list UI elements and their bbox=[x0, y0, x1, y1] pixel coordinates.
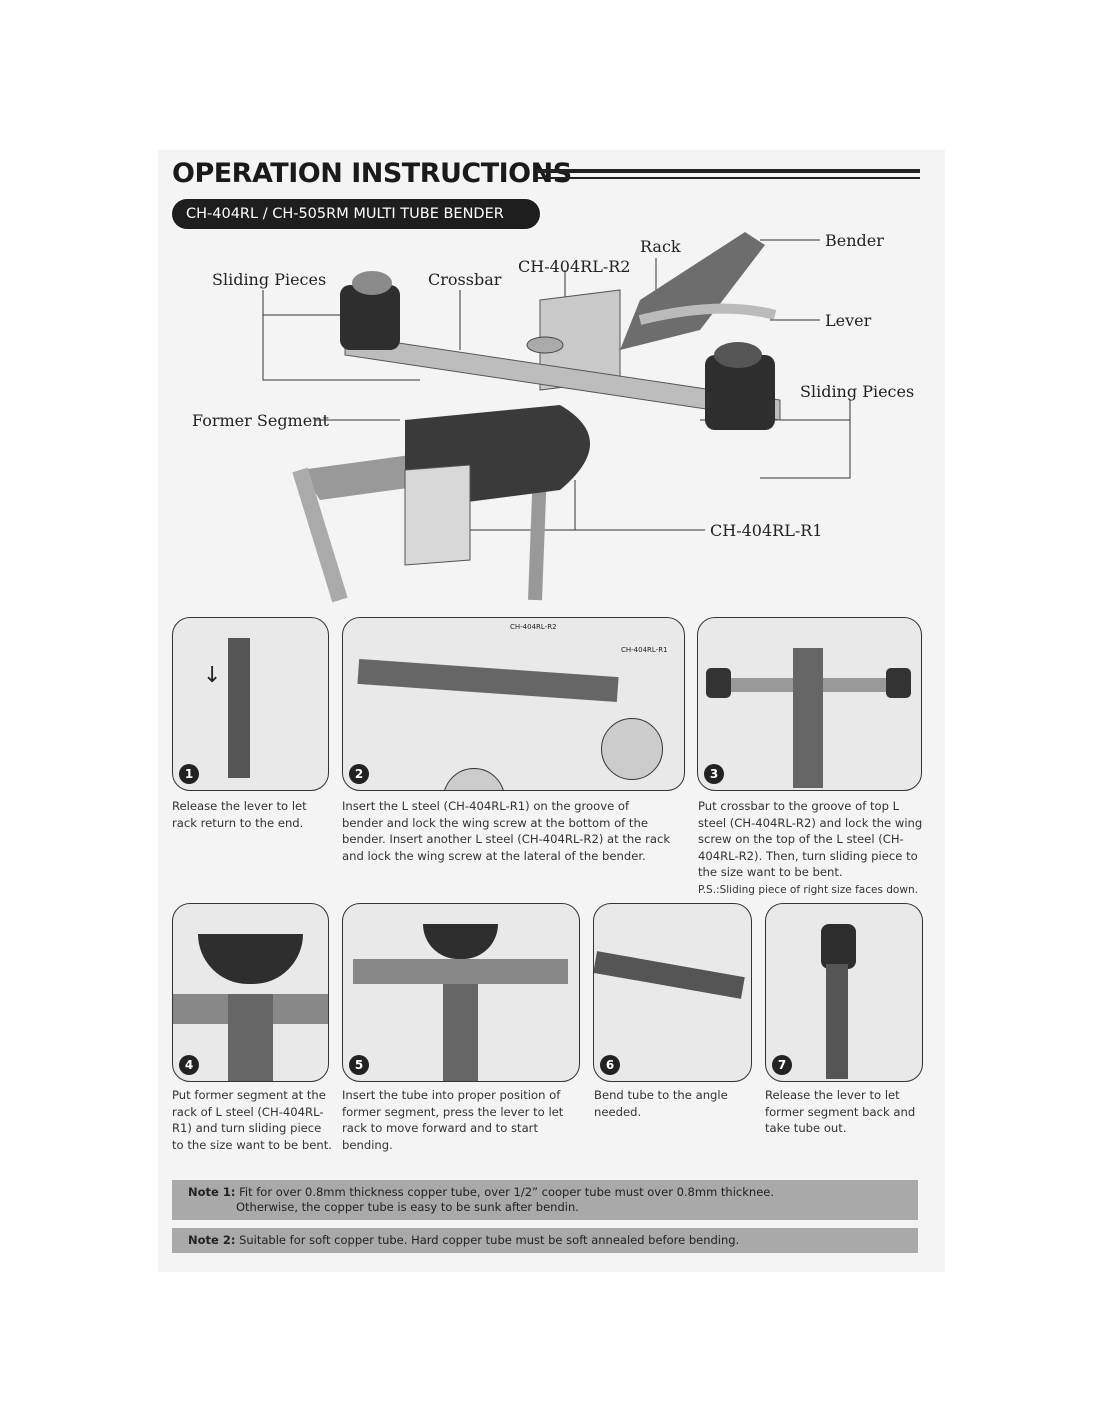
step-6-illustration: 6 bbox=[593, 903, 752, 1082]
step-3-illustration: 3 bbox=[697, 617, 922, 791]
step-number: 5 bbox=[349, 1055, 369, 1075]
step-1-illustration: ↓ 1 bbox=[172, 617, 329, 791]
step-number: 3 bbox=[704, 764, 724, 784]
label-r2: CH-404RL-R2 bbox=[518, 257, 631, 276]
step-7-text: Release the lever to let former segment … bbox=[765, 1088, 916, 1135]
bender-diagram bbox=[262, 232, 851, 603]
note-1-line2: Otherwise, the copper tube is easy to be… bbox=[236, 1200, 579, 1214]
step-3-text: Put crossbar to the groove of top L stee… bbox=[698, 798, 923, 898]
step-2-text: Insert the L steel (CH-404RL-R1) on the … bbox=[342, 799, 671, 863]
label-r2-small: CH-404RL-R2 bbox=[510, 623, 557, 631]
note-2: Note 2: Suitable for soft copper tube. H… bbox=[172, 1228, 918, 1253]
label-r1-small: CH-404RL-R1 bbox=[621, 646, 668, 654]
step-5-illustration: 5 bbox=[342, 903, 580, 1082]
title-rule bbox=[538, 177, 920, 179]
step-5-text: Insert the tube into proper position of … bbox=[342, 1088, 564, 1152]
page-title: OPERATION INSTRUCTIONS bbox=[172, 158, 572, 189]
step-3-ps: P.S.:Sliding piece of right size faces d… bbox=[698, 883, 918, 896]
title-rule bbox=[538, 169, 920, 173]
label-sliding-pieces-left: Sliding Pieces bbox=[212, 270, 327, 289]
step-number: 2 bbox=[349, 764, 369, 784]
step-3-body: Put crossbar to the groove of top L stee… bbox=[698, 799, 923, 879]
step-number: 6 bbox=[600, 1055, 620, 1075]
step-number: 7 bbox=[772, 1055, 792, 1075]
step-7-illustration: 7 bbox=[765, 903, 923, 1082]
step-1-text: Release the lever to let rack return to … bbox=[172, 799, 307, 830]
step-4-illustration: 4 bbox=[172, 903, 329, 1082]
label-r1: CH-404RL-R1 bbox=[710, 521, 823, 540]
label-rack: Rack bbox=[640, 237, 681, 256]
note-1-label: Note 1: bbox=[188, 1185, 236, 1199]
note-1: Note 1: Fit for over 0.8mm thickness cop… bbox=[172, 1180, 918, 1220]
step-2-illustration: CH-404RL-R2 CH-404RL-R1 2 bbox=[342, 617, 685, 791]
label-crossbar: Crossbar bbox=[428, 270, 502, 289]
note-2-label: Note 2: bbox=[188, 1233, 236, 1247]
label-sliding-pieces-right: Sliding Pieces bbox=[800, 382, 915, 401]
step-number: 4 bbox=[179, 1055, 199, 1075]
model-banner: CH-404RL / CH-505RM MULTI TUBE BENDER bbox=[172, 199, 540, 229]
label-former-segment: Former Segment bbox=[192, 411, 329, 430]
note-2-text: Suitable for soft copper tube. Hard copp… bbox=[235, 1233, 740, 1247]
note-1-text: Fit for over 0.8mm thickness copper tube… bbox=[235, 1185, 774, 1199]
step-6-text: Bend tube to the angle needed. bbox=[594, 1088, 728, 1119]
step-4-text: Put former segment at the rack of L stee… bbox=[172, 1088, 332, 1152]
label-bender: Bender bbox=[825, 231, 884, 250]
step-number: 1 bbox=[179, 764, 199, 784]
label-lever: Lever bbox=[825, 311, 872, 330]
